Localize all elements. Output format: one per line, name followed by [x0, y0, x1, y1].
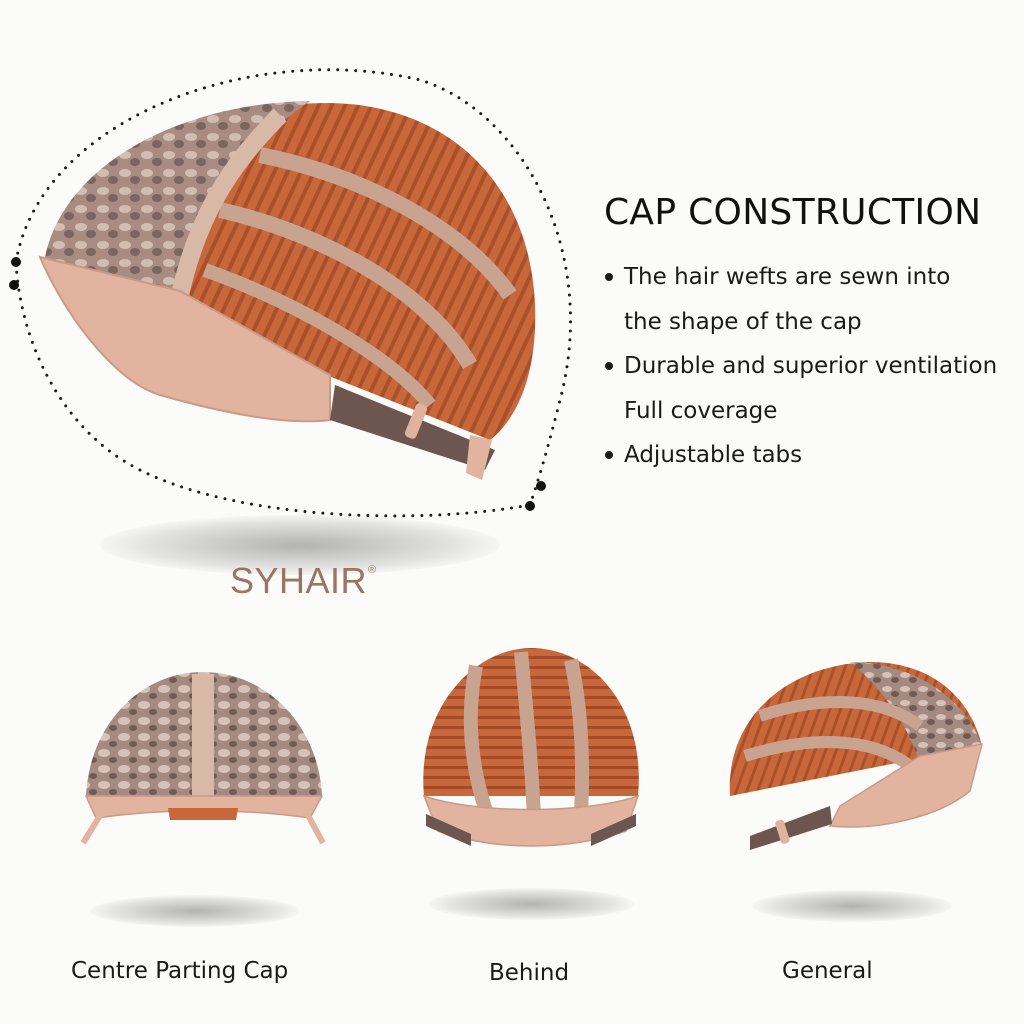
behind-shadow: [428, 888, 634, 920]
general-shadow: [752, 890, 952, 922]
cap-construction-info: CAP CONSTRUCTION The hair wefts are sewn…: [604, 192, 1014, 478]
feature-item-continued: the shape of the cap: [624, 308, 862, 335]
behind-cap-image: [422, 648, 640, 847]
centre-parting-cap-image: [80, 672, 326, 845]
brand-logo: SYHAIR®: [230, 560, 377, 602]
general-cap-image: [729, 662, 984, 850]
main-wig-cap-image: [38, 101, 536, 480]
caption-general: General: [782, 958, 873, 984]
registered-mark: ®: [368, 564, 377, 576]
feature-item: Adjustable tabs: [604, 433, 1014, 478]
centre-parting-shadow: [90, 895, 300, 927]
feature-item: Durable and superior ventilation: [604, 344, 1014, 389]
feature-list: The hair wefts are sewn into the shape o…: [604, 255, 1014, 478]
brand-name: SYHAIR: [230, 560, 368, 601]
section-title: CAP CONSTRUCTION: [604, 192, 982, 233]
caption-centre-parting-cap: Centre Parting Cap: [71, 958, 289, 984]
main-wig-shadow: [100, 515, 500, 575]
feature-item: The hair wefts are sewn into: [604, 255, 1014, 300]
caption-behind: Behind: [489, 960, 570, 986]
feature-item-continued: Full coverage: [624, 397, 778, 424]
